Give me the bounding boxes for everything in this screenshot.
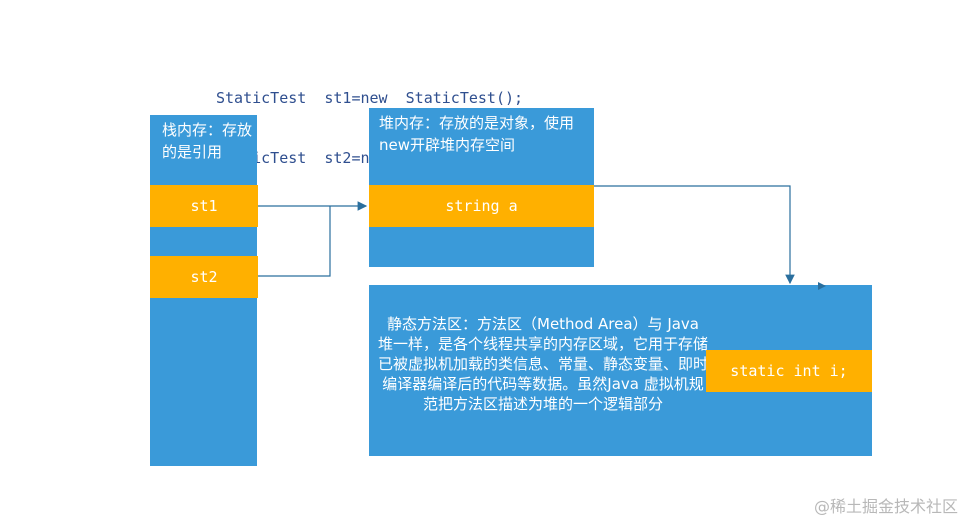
stack-memory-label: 栈内存：存放的是引用 [162,121,253,161]
arrow-heap-to-method-area [594,185,795,285]
stack-ref-st1: st1 [150,185,258,227]
watermark: @稀土掘金技术社区 [813,497,958,516]
heap-field-string-a: string a [369,185,594,227]
arrow-tip-method-area [818,282,826,290]
method-area-field-static-int: static int i; [706,350,872,392]
method-area-label: 静态方法区：方法区（Method Area）与 Java 堆一样，是各个线程共享… [378,315,709,413]
code-line-1: StaticTest st1=new StaticTest(); [216,89,524,107]
stack-ref-st2: st2 [150,256,258,298]
arrow-st2-to-heap [258,206,331,277]
heap-memory-label: 堆内存：存放的是对象，使用new开辟堆内存空间 [379,114,575,154]
